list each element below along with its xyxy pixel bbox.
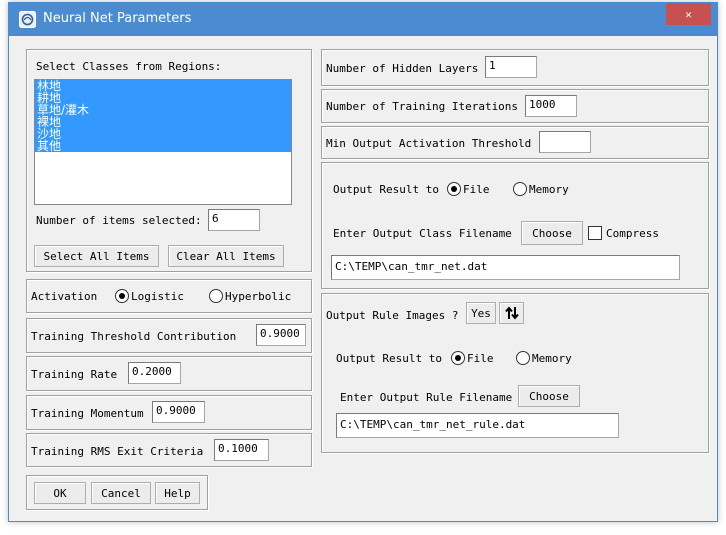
radio-hyperbolic-label: Hyperbolic <box>225 289 292 303</box>
class-selection-panel: Select Classes from Regions: 林地耕地草地/灌木裸地… <box>26 49 312 272</box>
neural-net-parameters-dialog: Neural Net Parameters ✕ Select Classes f… <box>8 2 718 522</box>
rule-filename-label: Enter Output Rule Filename <box>340 391 513 404</box>
radio-logistic[interactable]: Logistic <box>115 289 184 303</box>
radio-logistic-dot <box>115 289 129 303</box>
swap-arrows-icon <box>504 306 519 320</box>
close-button[interactable]: ✕ <box>666 3 711 25</box>
rule-images-toggle[interactable]: Yes <box>466 302 496 324</box>
output-file-radio-dot <box>447 182 461 196</box>
rule-filename-input[interactable]: C:\TEMP\can_tmr_net_rule.dat <box>336 413 619 438</box>
output-result-label: Output Result to <box>333 183 439 196</box>
training-momentum-label: Training Momentum <box>31 407 144 420</box>
activation-label: Activation <box>31 290 98 303</box>
class-list-item[interactable]: 沙地 <box>35 128 291 140</box>
training-momentum-panel: Training Momentum 0.9000 <box>26 395 312 430</box>
choose-rule-file-button[interactable]: Choose <box>518 385 580 407</box>
training-iterations-input[interactable]: 1000 <box>525 95 577 117</box>
training-threshold-label: Training Threshold Contribution <box>31 330 237 343</box>
rule-output-memory-radio-dot <box>516 351 530 365</box>
hidden-layers-label: Number of Hidden Layers <box>326 62 479 75</box>
training-rate-label: Training Rate <box>31 368 118 381</box>
rule-output-result-label: Output Result to <box>336 352 442 365</box>
window-title: Neural Net Parameters <box>43 11 192 26</box>
output-memory-radio-dot <box>513 182 527 196</box>
class-list-item[interactable]: 裸地 <box>35 116 291 128</box>
app-icon <box>19 11 36 28</box>
choose-class-file-button[interactable]: Choose <box>521 221 583 245</box>
min-activation-label: Min Output Activation Threshold <box>326 137 532 150</box>
selected-count-field: 6 <box>208 209 260 231</box>
training-rms-panel: Training RMS Exit Criteria 0.1000 <box>26 433 312 467</box>
selected-count-label: Number of items selected: <box>36 214 202 227</box>
class-list-item[interactable]: 林地 <box>35 80 291 92</box>
training-rms-label: Training RMS Exit Criteria <box>31 445 204 458</box>
rule-images-swap-button[interactable] <box>499 302 524 324</box>
radio-hyperbolic-dot <box>209 289 223 303</box>
title-bar[interactable]: Neural Net Parameters ✕ <box>9 3 717 36</box>
radio-hyperbolic[interactable]: Hyperbolic <box>209 289 291 303</box>
output-memory-radio-label: Memory <box>529 182 569 196</box>
close-icon: ✕ <box>685 7 692 21</box>
select-classes-label: Select Classes from Regions: <box>36 60 222 73</box>
training-rate-input[interactable]: 0.2000 <box>128 362 181 384</box>
min-activation-panel: Min Output Activation Threshold <box>321 126 709 159</box>
training-threshold-panel: Training Threshold Contribution 0.9000 <box>26 318 312 353</box>
output-class-filename-label: Enter Output Class Filename <box>333 227 512 240</box>
rule-output-memory-radio[interactable]: Memory <box>516 351 572 365</box>
class-list-item[interactable]: 其他 <box>35 140 291 152</box>
training-rate-panel: Training Rate 0.2000 <box>26 356 312 391</box>
compress-checkbox[interactable]: Compress <box>588 226 659 240</box>
rule-output-file-radio-dot <box>451 351 465 365</box>
hidden-layers-input[interactable]: 1 <box>485 56 537 78</box>
min-activation-input[interactable] <box>539 131 591 153</box>
rule-images-panel: Output Rule Images ? Yes Output Result t… <box>321 293 709 453</box>
class-list-item[interactable]: 耕地 <box>35 92 291 104</box>
training-rms-input[interactable]: 0.1000 <box>214 439 269 461</box>
select-all-items-button[interactable]: Select All Items <box>34 245 159 267</box>
compress-checkbox-box <box>588 226 602 240</box>
class-listbox[interactable]: 林地耕地草地/灌木裸地沙地其他 <box>34 79 292 205</box>
training-iterations-label: Number of Training Iterations <box>326 100 519 113</box>
rule-output-memory-radio-label: Memory <box>532 351 572 365</box>
training-iterations-panel: Number of Training Iterations 1000 <box>321 89 709 123</box>
output-memory-radio[interactable]: Memory <box>513 182 569 196</box>
dialog-buttons-panel: OK Cancel Help <box>26 475 208 510</box>
radio-logistic-label: Logistic <box>131 289 184 303</box>
rule-output-file-radio-label: File <box>467 351 494 365</box>
output-file-radio[interactable]: File <box>447 182 490 196</box>
ok-button[interactable]: OK <box>34 482 86 504</box>
class-list-items: 林地耕地草地/灌木裸地沙地其他 <box>35 80 291 152</box>
training-momentum-input[interactable]: 0.9000 <box>152 401 205 423</box>
cancel-button[interactable]: Cancel <box>91 482 151 504</box>
rule-output-file-radio[interactable]: File <box>451 351 494 365</box>
output-class-filename-input[interactable]: C:\TEMP\can_tmr_net.dat <box>331 255 680 280</box>
clear-all-items-button[interactable]: Clear All Items <box>168 245 284 267</box>
output-class-panel: Output Result to File Memory Enter Outpu… <box>321 162 709 289</box>
compress-checkbox-label: Compress <box>606 226 659 240</box>
output-file-radio-label: File <box>463 182 490 196</box>
help-button[interactable]: Help <box>155 482 200 504</box>
class-list-item[interactable]: 草地/灌木 <box>35 104 291 116</box>
training-threshold-input[interactable]: 0.9000 <box>256 324 306 346</box>
activation-panel: Activation Logistic Hyperbolic <box>26 279 312 313</box>
rule-images-label: Output Rule Images ? <box>326 309 459 322</box>
hidden-layers-panel: Number of Hidden Layers 1 <box>321 49 709 86</box>
